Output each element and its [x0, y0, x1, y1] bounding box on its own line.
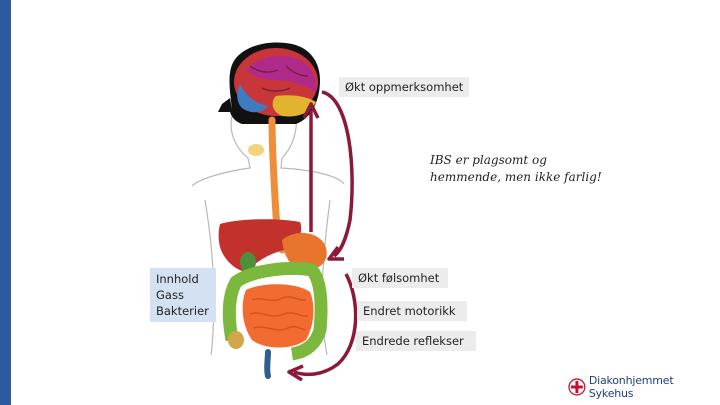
hospital-logo: Diakonhjemmet Sykehus: [568, 374, 720, 400]
liver: [218, 219, 302, 272]
sensitivity-label: Økt følsomhet: [352, 268, 448, 288]
brain: [234, 48, 318, 117]
stomach: [282, 233, 327, 271]
signal-arrows: [287, 90, 358, 382]
rectum: [264, 349, 271, 379]
gallbladder: [240, 252, 256, 272]
contents-line-gass: Gass: [156, 288, 184, 302]
reflexes-label: Endrede reflekser: [356, 331, 476, 351]
loop-arrowhead-bottom: [287, 364, 304, 382]
contents-line-bakterier: Bakterier: [156, 304, 209, 318]
loop-arrow-right: [321, 90, 354, 258]
appendix: [228, 331, 244, 349]
contents-box: Innhold Gass Bakterier: [150, 268, 216, 322]
ibs-note: IBS er plagsomt og hemmende, men ikke fa…: [430, 153, 602, 184]
small-intestine: [242, 284, 314, 348]
side-accent-bar: [0, 0, 11, 405]
throat-gland: [248, 144, 264, 156]
attention-label: Økt oppmerksomhet: [339, 77, 469, 97]
loop-arrowhead-right: [327, 245, 344, 261]
loop-arrow-bottom: [293, 273, 358, 377]
large-intestine: [222, 262, 328, 361]
up-arrowhead: [302, 102, 320, 119]
contents-line-innhold: Innhold: [156, 272, 199, 286]
cross-logo-icon: [568, 378, 586, 396]
logo-text: Diakonhjemmet Sykehus: [588, 374, 674, 400]
motility-label: Endret motorikk: [357, 301, 467, 321]
